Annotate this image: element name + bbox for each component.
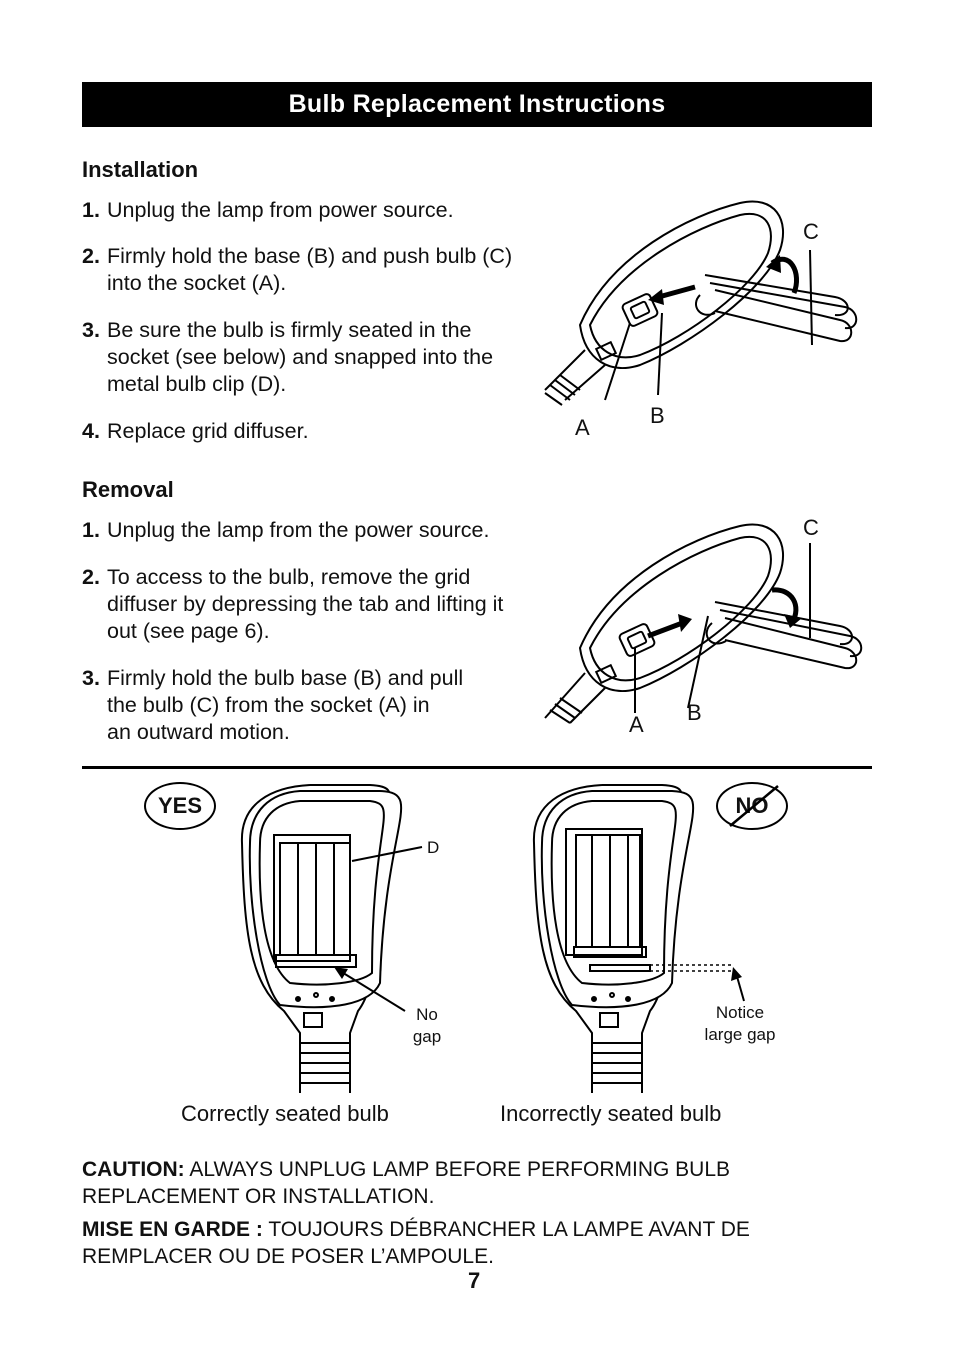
step-line: socket (see below) and snapped into the <box>107 345 494 369</box>
removal-step-2: 2. To access to the bulb, remove the gri… <box>82 564 503 645</box>
strike-icon <box>729 785 779 827</box>
gap-pointer-arrow <box>731 967 745 1002</box>
caution-line: REMPLACER OU DE POSER L’AMPOULE. <box>82 1245 494 1268</box>
step-number: 4. <box>82 419 100 443</box>
step-number: 3. <box>82 318 100 342</box>
caution-line: TOUJOURS DÉBRANCHER LA LAMPE AVANT DE <box>268 1218 750 1241</box>
step-line: the bulb (C) from the socket (A) in <box>107 693 430 717</box>
large-gap-note: Notice large gap <box>690 1002 790 1046</box>
figure-label-c: C <box>803 219 819 244</box>
caution-english: CAUTION: ALWAYS UNPLUG LAMP BEFORE PERFO… <box>82 1156 882 1210</box>
step-number: 1. <box>82 518 100 542</box>
clip-label-d: D <box>427 838 440 857</box>
incorrect-caption: Incorrectly seated bulb <box>500 1101 722 1126</box>
removal-step-3: 3. Firmly hold the bulb base (B) and pul… <box>82 665 463 746</box>
no-badge-wrapper: NO <box>716 782 788 830</box>
step-line: metal bulb clip (D). <box>107 372 287 396</box>
incorrect-bulb-illustration <box>532 784 732 1093</box>
step-number: 3. <box>82 666 100 690</box>
note-line: gap <box>412 1027 442 1046</box>
installation-step-2: 2. Firmly hold the base (B) and push bul… <box>82 243 512 297</box>
step-line: To access to the bulb, remove the grid <box>107 565 471 589</box>
correct-caption: Correctly seated bulb <box>181 1101 389 1126</box>
figure-label-b: B <box>650 403 665 428</box>
step-number: 1. <box>82 198 100 222</box>
step-line: an outward motion. <box>107 720 290 744</box>
step-line: Unplug the lamp from the power source. <box>107 518 490 542</box>
step-line: Firmly hold the bulb base (B) and pull <box>107 666 464 690</box>
caution-line: REPLACEMENT OR INSTALLATION. <box>82 1185 435 1208</box>
caution-line: ALWAYS UNPLUG LAMP BEFORE PERFORMING BUL… <box>189 1158 731 1181</box>
yes-badge: YES <box>144 782 216 830</box>
step-line: Replace grid diffuser. <box>107 419 309 443</box>
figure-label-b: B <box>687 700 702 725</box>
removal-lamp-illustration <box>544 523 863 724</box>
removal-heading: Removal <box>82 477 174 502</box>
step-line: into the socket (A). <box>107 271 287 295</box>
page-number: 7 <box>468 1268 481 1293</box>
page-title-banner: Bulb Replacement Instructions <box>82 82 872 127</box>
caution-label: CAUTION: <box>82 1158 185 1181</box>
step-line: Unplug the lamp from power source. <box>107 198 454 222</box>
step-line: out (see page 6). <box>107 619 270 643</box>
step-line: diffuser by depressing the tab and lifti… <box>107 592 504 616</box>
installation-step-1: 1. Unplug the lamp from power source. <box>82 197 454 224</box>
step-number: 2. <box>82 565 100 589</box>
installation-step-3: 3. Be sure the bulb is firmly seated in … <box>82 317 493 398</box>
caution-french: MISE EN GARDE : TOUJOURS DÉBRANCHER LA L… <box>82 1216 882 1270</box>
installation-lamp-illustration <box>544 200 858 406</box>
note-line: No <box>416 1005 438 1024</box>
section-divider <box>82 766 872 769</box>
figure-label-c: C <box>803 515 819 540</box>
step-line: Firmly hold the base (B) and push bulb (… <box>107 244 513 268</box>
installation-heading: Installation <box>82 157 199 182</box>
figure-label-a: A <box>575 415 590 440</box>
installation-step-4: 4. Replace grid diffuser. <box>82 418 309 445</box>
note-line: large gap <box>704 1025 776 1044</box>
removal-step-1: 1. Unplug the lamp from the power source… <box>82 517 489 544</box>
caution-label: MISE EN GARDE : <box>82 1218 263 1241</box>
correct-bulb-illustration <box>240 784 423 1093</box>
no-gap-note: No gap <box>405 1004 449 1048</box>
step-number: 2. <box>82 244 100 268</box>
step-line: Be sure the bulb is firmly seated in the <box>107 318 472 342</box>
figure-label-a: A <box>629 712 644 737</box>
note-line: Notice <box>715 1003 765 1022</box>
